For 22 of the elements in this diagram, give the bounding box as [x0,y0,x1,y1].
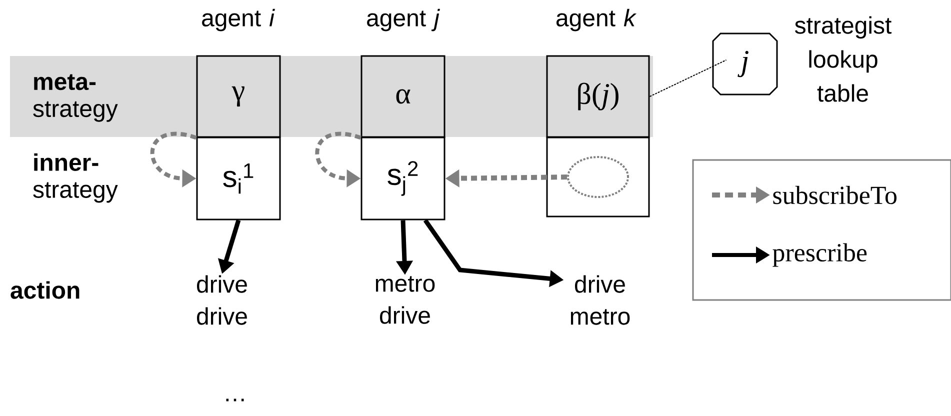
dashed-ellipse [567,156,629,198]
strategy-box [546,136,650,218]
agent-label: agent j [367,8,440,32]
row-label: action [10,281,80,299]
action-text: drive metro [570,275,630,325]
lookup-table-box: j [712,32,778,96]
strategy-box: s$_{j}$2 [360,136,446,220]
row-label: meta- strategy [33,74,118,122]
legend-label: prescribe [772,243,867,267]
agent-label: agent i [202,8,275,32]
strategy-box: α [360,55,446,138]
strategy-box: β(j) [546,55,650,138]
ellipsis: … [226,398,244,402]
strategy-box: s$_{i}$1 [196,136,281,220]
lookup-line [649,60,727,97]
strategy-box: γ [196,55,281,138]
action-text: metro drive [376,276,435,324]
row-label: inner- strategy [33,153,118,203]
action-text: drive drive [197,275,247,325]
table-caption: strategist lookup table [795,16,892,102]
legend-label: subscribeTo [773,186,896,204]
agent-label: agent k [556,8,637,32]
